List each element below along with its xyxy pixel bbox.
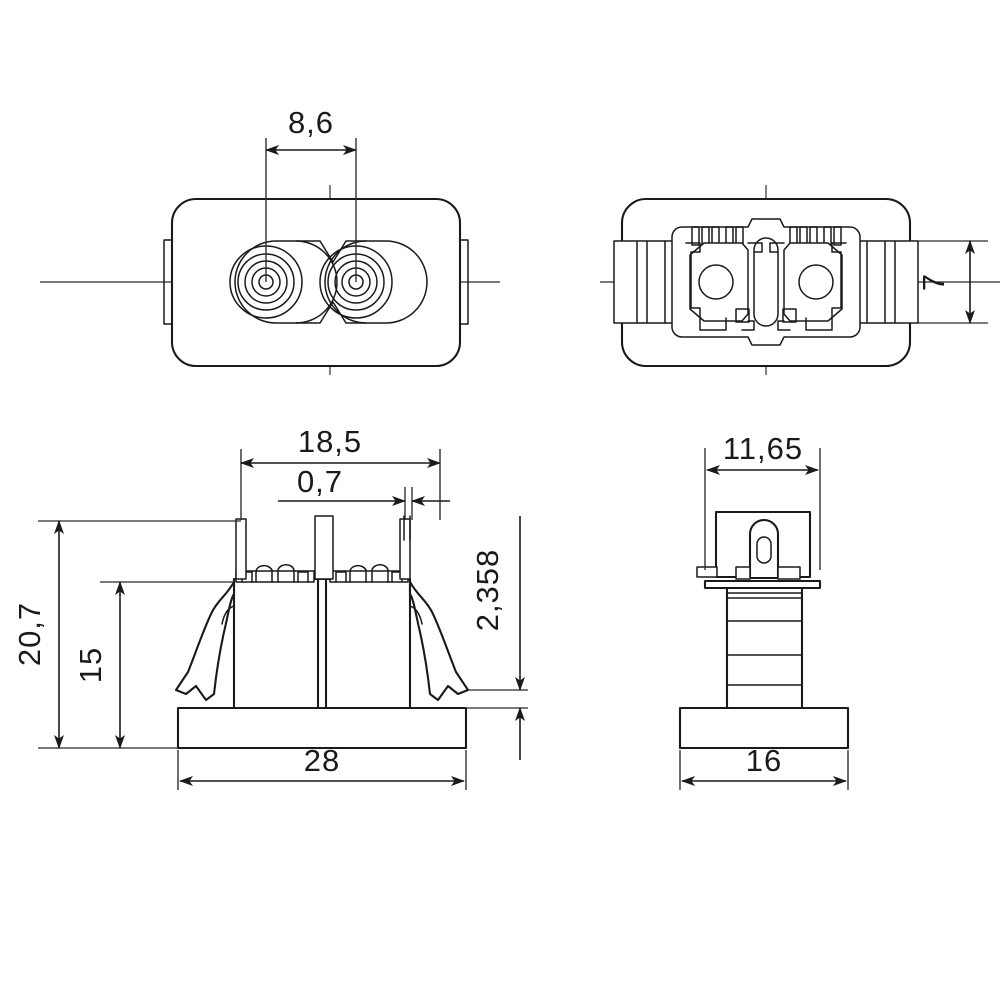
dim-18-5: 18,5 <box>240 424 441 468</box>
dim-2-358: 2,358 <box>466 516 528 760</box>
mounting-flange <box>176 706 468 750</box>
left-retention-clip <box>685 242 727 331</box>
latch-tab <box>748 519 780 580</box>
dim-15: 15 <box>73 581 125 749</box>
left-cavity-outline <box>689 242 749 322</box>
top-right-view: 7 <box>600 185 1000 375</box>
dim-0-7-label: 0,7 <box>297 464 343 499</box>
pin-left <box>235 518 247 580</box>
right-retention-clip <box>805 242 847 331</box>
shoulder-band <box>703 579 822 590</box>
dim-15-label: 15 <box>73 647 108 683</box>
right-terminal-bore <box>798 264 834 300</box>
head-foot-right <box>777 566 801 580</box>
dim-18-5-label: 18,5 <box>298 424 362 459</box>
bottom-left-view: 18,5 0,7 20,7 15 2,358 <box>12 424 528 790</box>
head-foot-left <box>735 566 751 580</box>
center-latch-capsule <box>753 237 779 327</box>
dim-11-65-label: 11,65 <box>723 431 803 466</box>
right-clip-inner-edge <box>409 605 423 625</box>
right-clip-tab-top <box>769 242 785 253</box>
right-header-dome-2 <box>371 564 389 583</box>
left-clip-tab-bottom <box>741 320 755 331</box>
latch-keyhole <box>756 536 772 564</box>
right-bore-pocket <box>324 240 428 324</box>
right-side-tab <box>459 239 469 325</box>
dim-20-7: 20,7 <box>12 520 64 749</box>
right-flange-block <box>849 240 919 324</box>
left-small-square <box>735 308 750 323</box>
right-header-slot-1 <box>335 571 347 583</box>
left-clip-tab-top <box>747 242 763 253</box>
right-terminal-cavity <box>769 242 847 331</box>
side-lug-left <box>696 566 718 578</box>
vent-slot <box>691 226 700 246</box>
dim-28: 28 <box>177 743 467 790</box>
right-small-square <box>782 308 797 323</box>
dim-28-label: 28 <box>304 743 340 778</box>
waist-top <box>295 240 367 263</box>
left-terminal-bore <box>698 264 734 300</box>
body-block <box>232 577 412 710</box>
dim-0-7: 0,7 <box>278 464 450 506</box>
left-header-dome-1 <box>255 564 273 583</box>
waist-bottom <box>295 301 367 324</box>
dim-7-label: 7 <box>916 273 951 291</box>
dim-8-6-label: 8,6 <box>288 105 334 140</box>
pin-center <box>314 515 334 580</box>
left-header-dome-2 <box>277 564 295 583</box>
dim-20-7-label: 20,7 <box>12 602 47 666</box>
right-flange-outline <box>849 240 919 324</box>
housing-outline <box>170 197 462 368</box>
dim-7: 7 <box>916 240 988 324</box>
dim-16-label: 16 <box>746 743 782 778</box>
bottom-right-view: 11,65 16 <box>678 431 850 790</box>
right-spring-clip-arm <box>408 580 470 702</box>
right-header-dome-1 <box>349 564 367 583</box>
left-header-slot-2 <box>297 571 309 583</box>
top-left-view: 8,6 <box>40 105 500 375</box>
left-spring-clip-arm <box>174 580 236 702</box>
left-clip-inner-edge <box>221 605 235 625</box>
right-clip-tab-bottom <box>777 320 791 331</box>
left-terminal-cavity <box>685 242 763 331</box>
dim-16: 16 <box>679 743 849 790</box>
vent-slot <box>833 226 842 246</box>
mounting-flange-narrow <box>678 706 850 750</box>
dim-11-65: 11,65 <box>704 431 821 570</box>
left-side-tab <box>163 239 173 325</box>
pin-right <box>399 518 411 580</box>
right-cavity-outline <box>783 242 843 322</box>
dim-2-358-label: 2,358 <box>470 549 505 632</box>
dim-8-6: 8,6 <box>265 105 357 155</box>
ribbed-body <box>725 582 804 710</box>
